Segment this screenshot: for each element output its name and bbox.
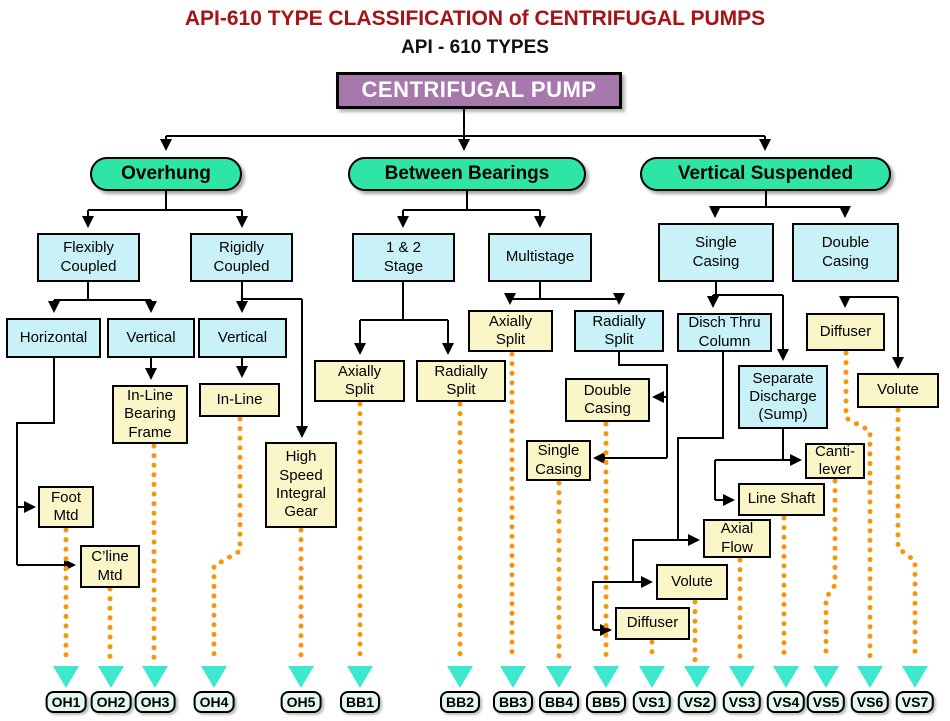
- flow-arrowhead: [347, 666, 373, 688]
- terminal-bb5: BB5: [585, 691, 627, 713]
- node-inline: In-Line: [199, 383, 280, 417]
- node-centrifugal-pump: CENTRIFUGAL PUMP: [336, 72, 622, 109]
- flow-arrowhead: [447, 666, 473, 688]
- terminal-oh4: OH4: [193, 691, 235, 713]
- terminal-vs3: VS3: [722, 691, 762, 713]
- flow-arrowhead: [53, 666, 79, 688]
- terminal-bb3: BB3: [492, 691, 534, 713]
- flow-arrowhead: [546, 666, 572, 688]
- node-single-casing-bb: Single Casing: [526, 440, 591, 481]
- flow-arrowhead: [500, 666, 526, 688]
- node-inline-bearing-frame: In-Line Bearing Frame: [112, 385, 188, 444]
- node-single-casing-vs: Single Casing: [658, 223, 774, 282]
- node-axially-split-multistage: Axially Split: [468, 310, 553, 352]
- flow-arrowheads: [53, 666, 928, 688]
- flow-arrowhead: [902, 666, 928, 688]
- node-cantilever: Canti- lever: [805, 443, 865, 479]
- node-vertical-flexibly: Vertical: [107, 318, 195, 358]
- node-radially-split-multistage: Radially Split: [574, 310, 664, 352]
- node-cline-mtd: C’line Mtd: [80, 545, 140, 588]
- terminal-bb1: BB1: [339, 691, 381, 713]
- node-volute-double-casing: Volute: [857, 373, 939, 408]
- flow-arrowhead: [813, 666, 839, 688]
- terminal-oh3: OH3: [134, 691, 176, 713]
- terminal-vs2: VS2: [677, 691, 717, 713]
- node-1-2-stage: 1 & 2 Stage: [352, 233, 455, 282]
- node-vertical-rigidly: Vertical: [198, 318, 287, 358]
- node-between-bearings: Between Bearings: [348, 157, 586, 191]
- terminal-oh2: OH2: [90, 691, 132, 713]
- terminal-vs7: VS7: [895, 691, 935, 713]
- flow-arrowhead: [593, 666, 619, 688]
- terminal-vs4: VS4: [766, 691, 806, 713]
- node-high-speed-integral-gear: High Speed Integral Gear: [265, 442, 337, 528]
- node-vertical-suspended: Vertical Suspended: [640, 157, 891, 191]
- terminal-vs5: VS5: [806, 691, 846, 713]
- tree-arrows: [17, 136, 904, 636]
- diagram-subtitle: API - 610 TYPES: [401, 37, 549, 58]
- node-diffuser-single-casing: Diffuser: [615, 607, 690, 640]
- terminal-vs1: VS1: [632, 691, 672, 713]
- node-flexibly-coupled: Flexibly Coupled: [37, 233, 140, 282]
- terminal-vs6: VS6: [850, 691, 890, 713]
- node-foot-mtd: Foot Mtd: [38, 486, 94, 528]
- node-double-casing-vs: Double Casing: [792, 223, 899, 282]
- node-overhung: Overhung: [90, 157, 242, 191]
- dotted-flow-lines: [63, 350, 918, 663]
- flow-arrowhead: [773, 666, 799, 688]
- terminal-oh1: OH1: [45, 691, 87, 713]
- flow-arrowhead: [639, 666, 665, 688]
- flow-arrowhead: [684, 666, 710, 688]
- node-rigidly-coupled: Rigidly Coupled: [190, 233, 293, 282]
- terminal-oh5: OH5: [280, 691, 322, 713]
- flow-arrowhead: [729, 666, 755, 688]
- flow-arrowhead: [857, 666, 883, 688]
- node-diffuser-double-casing: Diffuser: [806, 313, 885, 351]
- node-axially-split-12: Axially Split: [314, 360, 405, 402]
- tree-connectors: [16, 109, 898, 630]
- diagram-title: API-610 TYPE CLASSIFICATION of CENTRIFUG…: [184, 7, 766, 30]
- node-horizontal: Horizontal: [6, 318, 101, 358]
- flow-arrowhead: [201, 666, 227, 688]
- terminal-bb2: BB2: [439, 691, 481, 713]
- node-disch-thru-column: Disch Thru Column: [677, 313, 772, 352]
- node-radially-split-12: Radially Split: [416, 360, 506, 402]
- flow-arrowhead: [142, 666, 168, 688]
- node-line-shaft: Line Shaft: [738, 483, 825, 516]
- flow-arrowhead: [288, 666, 314, 688]
- node-double-casing-bb: Double Casing: [565, 378, 650, 422]
- terminal-bb4: BB4: [538, 691, 580, 713]
- node-separate-discharge-sump: Separate Discharge (Sump): [738, 365, 828, 429]
- node-multistage: Multistage: [488, 233, 592, 282]
- flow-arrowhead: [98, 666, 124, 688]
- node-axial-flow: Axial Flow: [703, 519, 771, 558]
- node-volute-single-casing: Volute: [656, 564, 728, 600]
